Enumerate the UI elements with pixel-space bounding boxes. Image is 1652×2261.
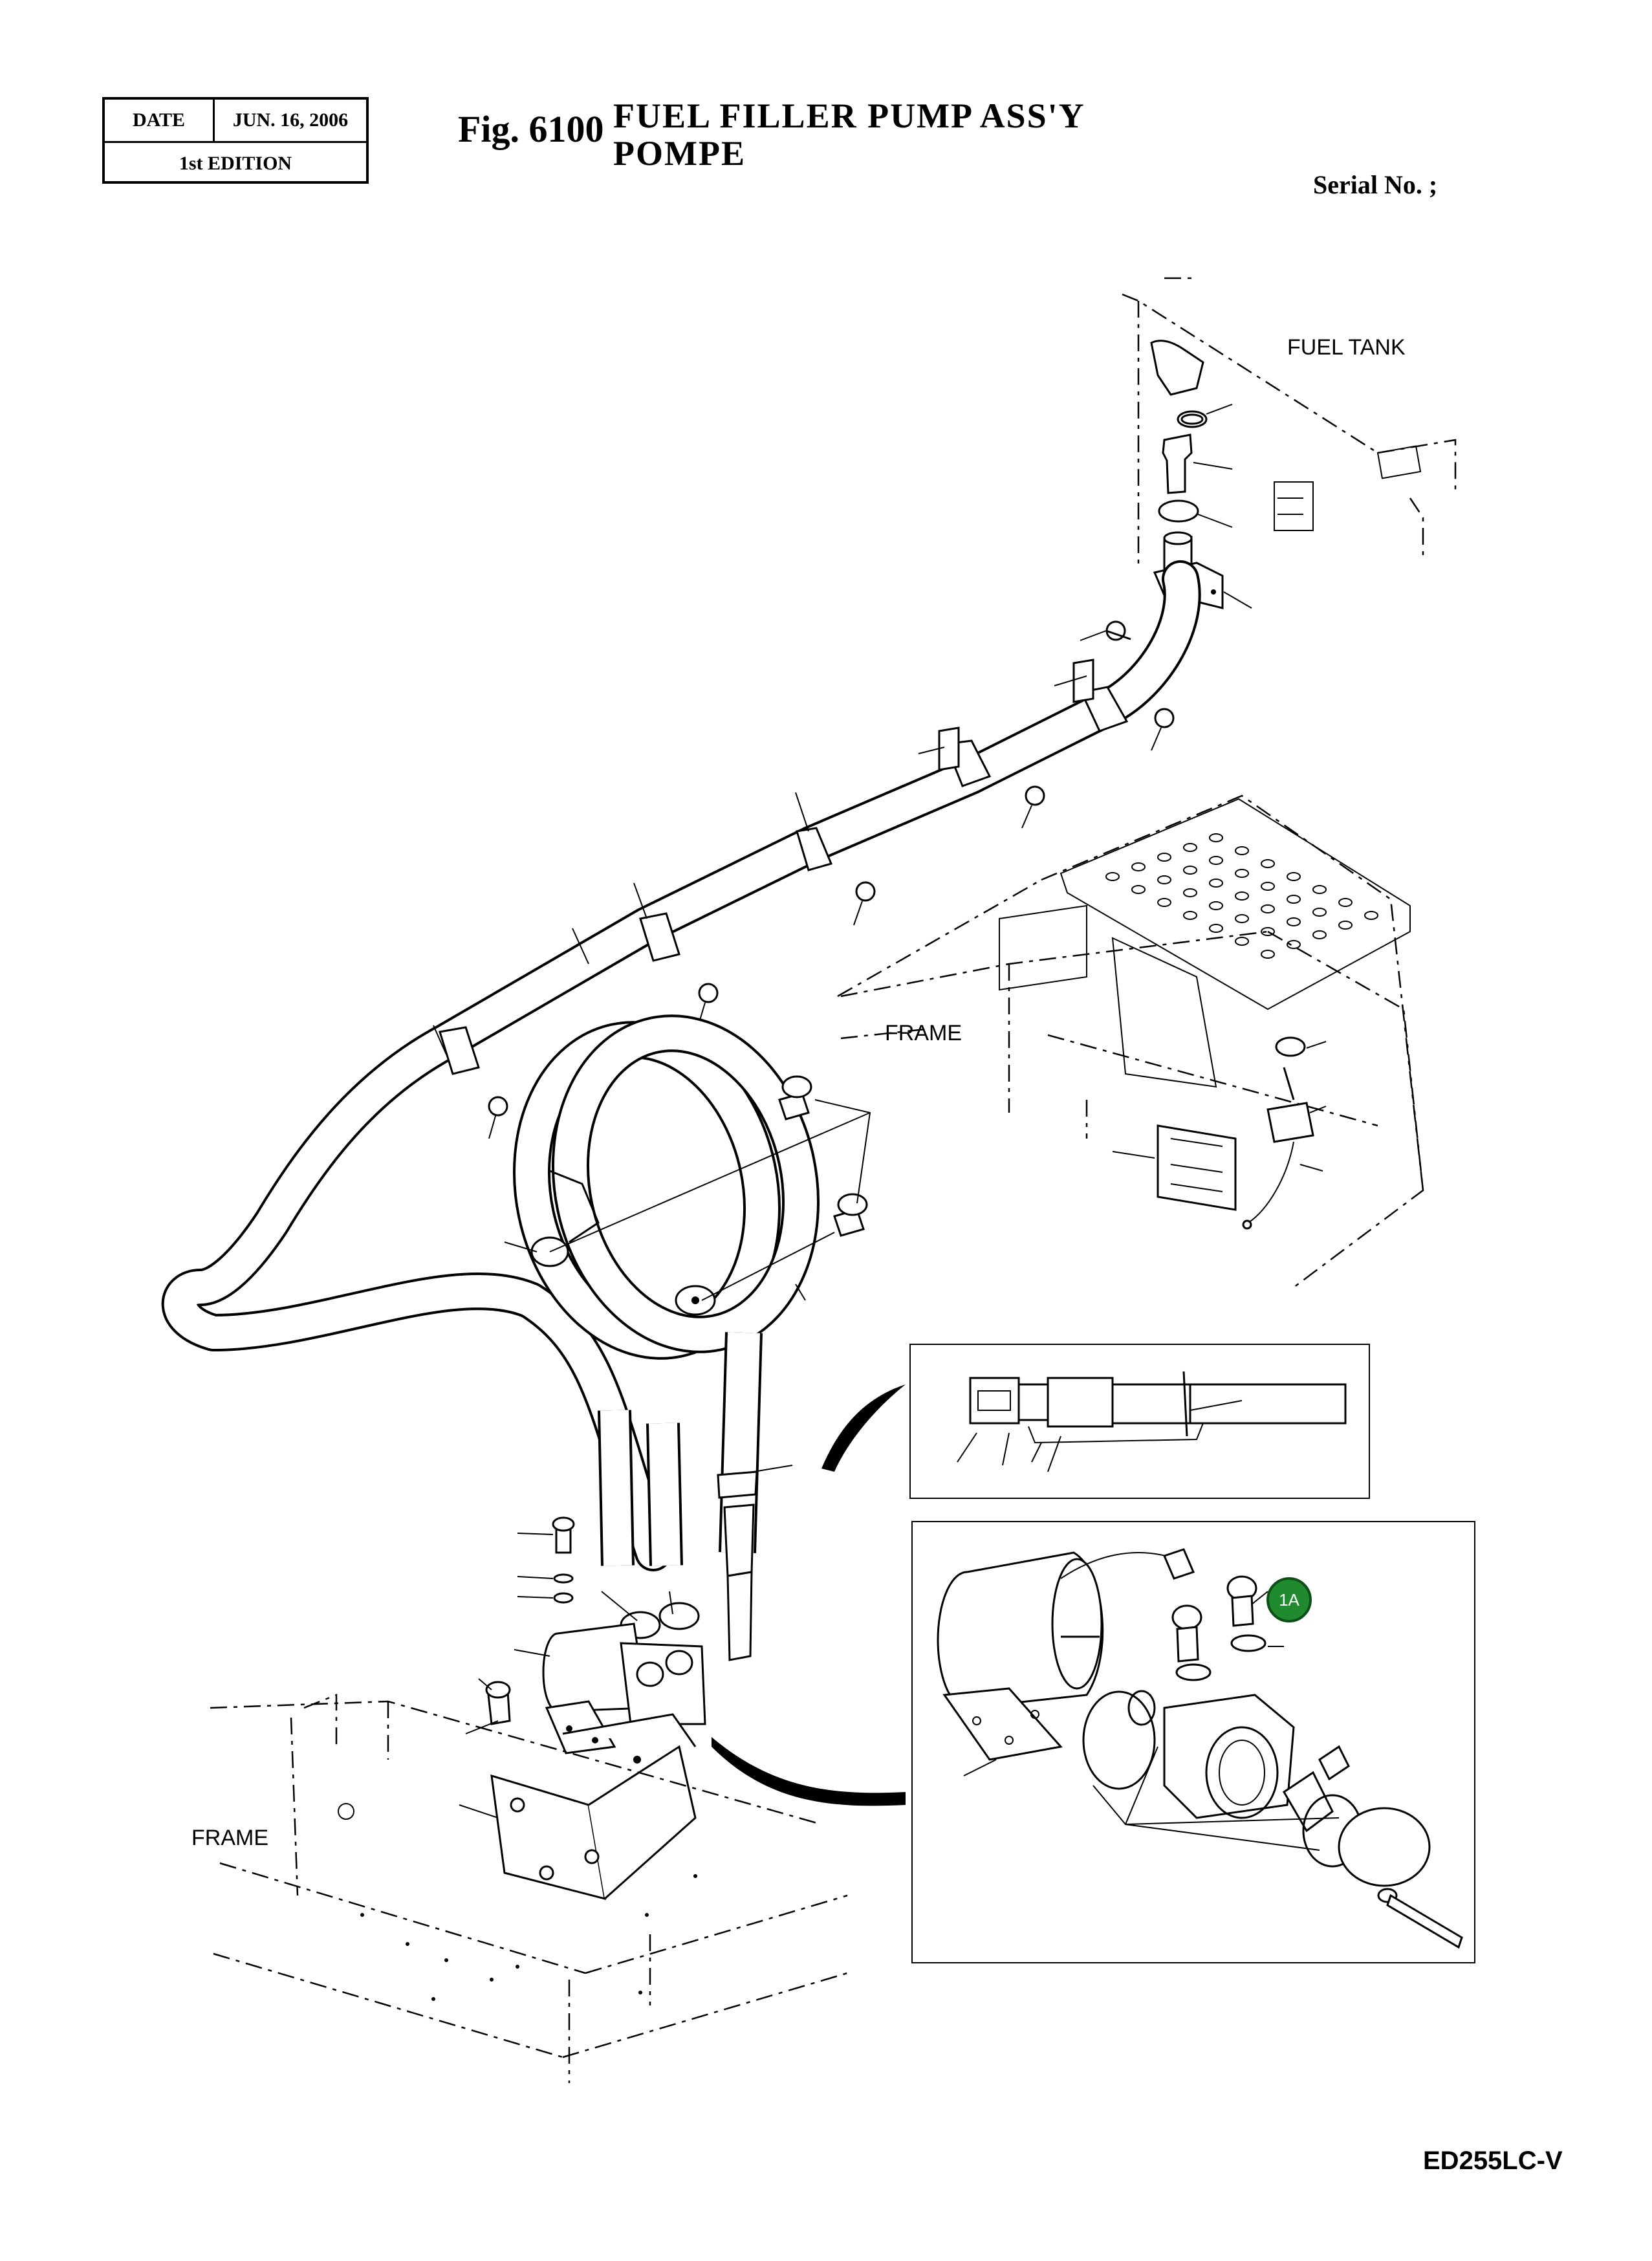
switch-decal	[1112, 1124, 1237, 1211]
figure-number: Fig. 6100	[458, 108, 604, 150]
checker-plate	[1060, 798, 1411, 1010]
coupling-detail	[909, 1344, 1370, 1499]
serial-number-label: Serial No. ;	[1313, 170, 1438, 199]
date-value: JUN. 16, 2006	[232, 109, 349, 131]
callout-1a-badge: 1A	[1266, 1577, 1312, 1622]
figure-title-line1: FUEL FILLER PUMP ASS'Y	[613, 96, 1085, 135]
pump-hoses	[598, 1410, 700, 1639]
detail-arrow-upper	[821, 1384, 906, 1472]
date-label: DATE	[105, 100, 215, 141]
fuel-hose	[161, 560, 1201, 1571]
fuel-tank-outline	[1122, 277, 1457, 569]
coiled-hose	[504, 1014, 871, 1661]
figure-title: FUEL FILLER PUMP ASS'Y POMPE	[613, 97, 1085, 172]
frame-label-lower: FRAME	[191, 1826, 268, 1850]
hose-clamps	[433, 620, 1175, 1139]
date-row: DATE JUN. 16, 2006	[105, 100, 366, 143]
tank-fittings	[1150, 340, 1252, 609]
model-code: ED255LC-V	[1423, 2146, 1563, 2175]
pump-switch	[1242, 1036, 1327, 1230]
fuel-tank-label: FUEL TANK	[1287, 335, 1406, 360]
figure-title-line2: POMPE	[613, 134, 746, 173]
pump-bracket	[459, 1713, 697, 1901]
frame-label-upper: FRAME	[885, 1021, 962, 1045]
lower-frame-outline	[210, 1694, 848, 2083]
edition-label: 1st EDITION	[179, 152, 292, 174]
date-edition-box: DATE JUN. 16, 2006 1st EDITION	[102, 97, 369, 184]
fuel-pump	[478, 1516, 706, 1754]
pump-exploded-detail	[911, 1521, 1475, 1963]
detail-arrow-lower	[712, 1737, 906, 1806]
upper-frame-outline	[837, 794, 1424, 1288]
